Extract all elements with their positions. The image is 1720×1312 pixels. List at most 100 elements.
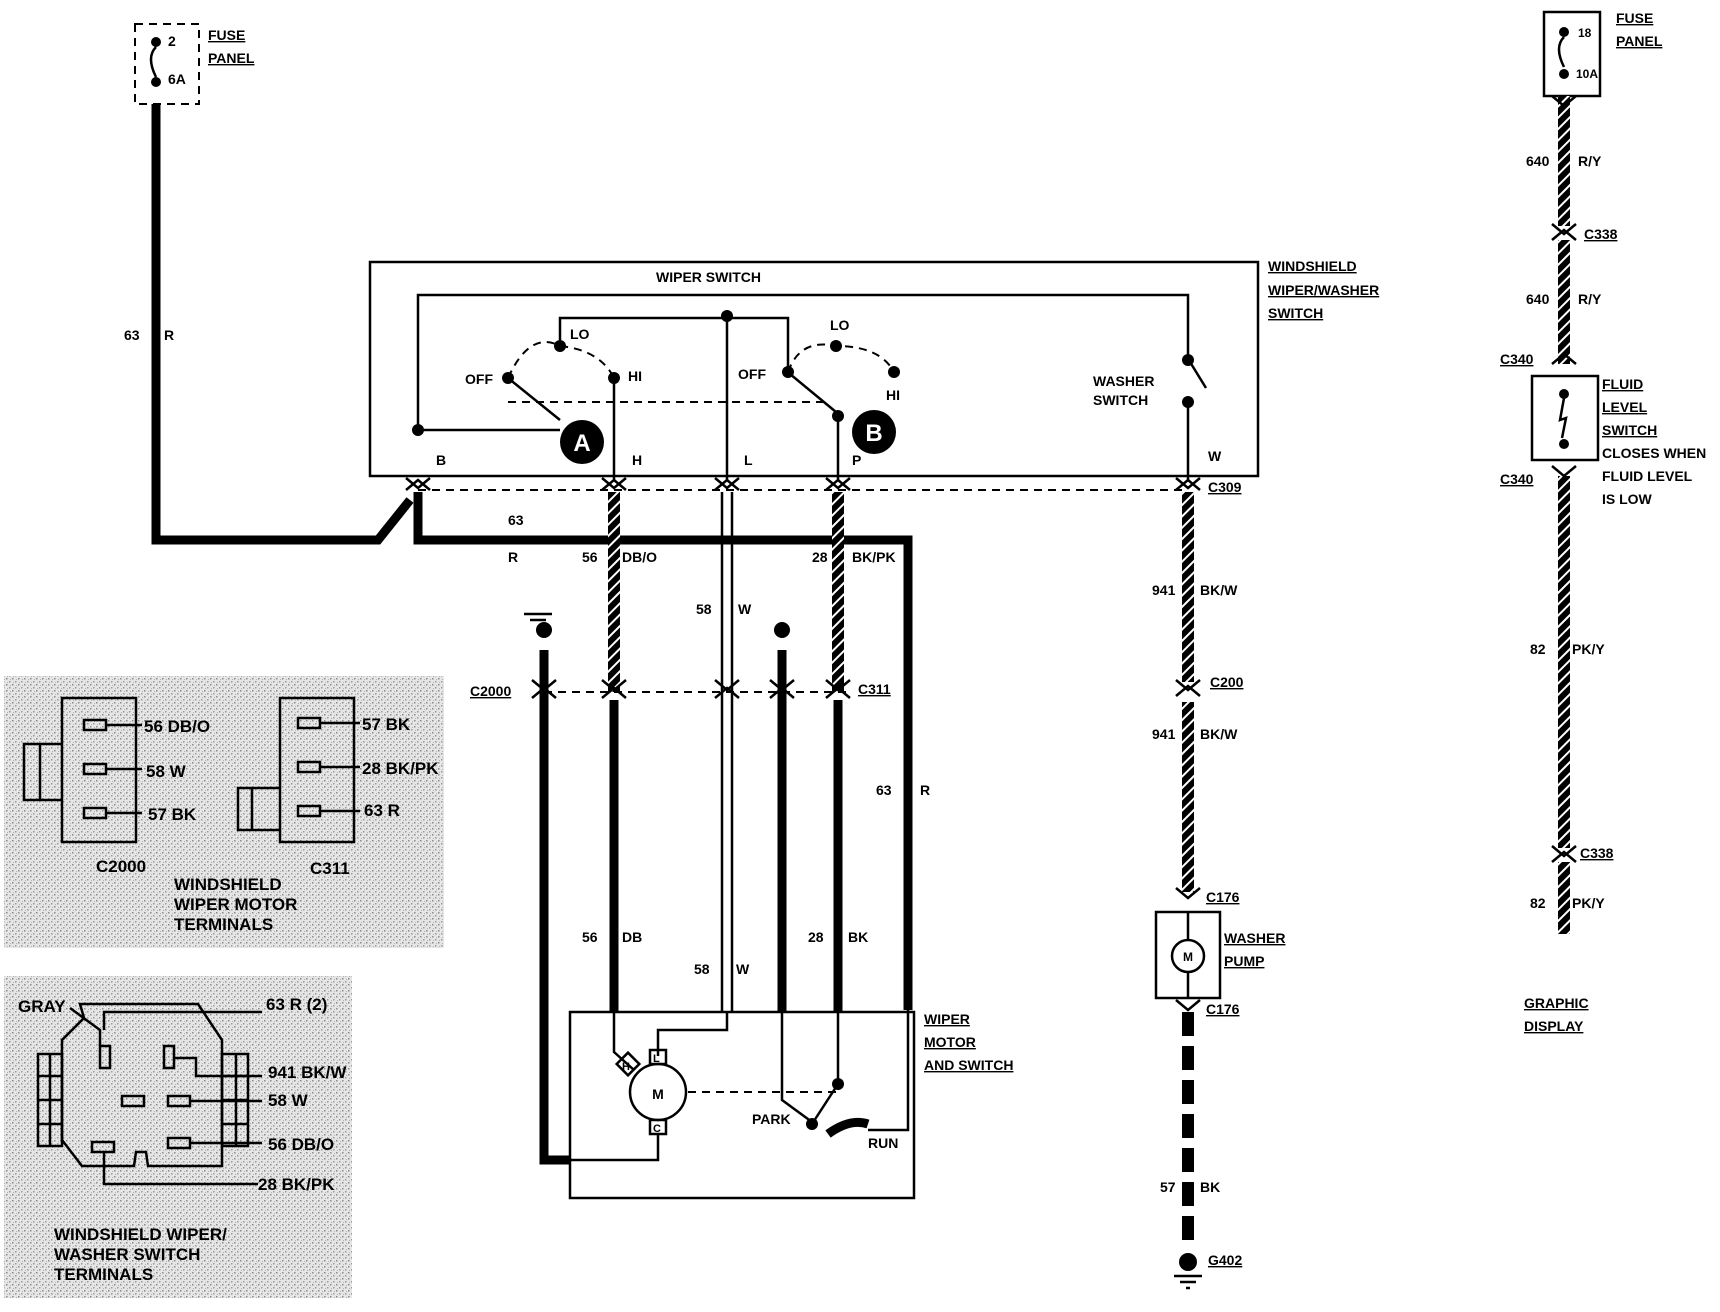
motor-panel-caption-3: TERMINALS [174,915,273,934]
park-label: PARK [752,1111,791,1127]
switch-pin-1: 63 R (2) [266,995,327,1014]
terminal-w: W [1208,448,1222,464]
wire-57-color: BK [1200,1179,1220,1195]
c338-bottom-label: C338 [1580,845,1614,861]
c311-pin-1: 57 BK [362,715,411,734]
c309-label: C309 [1208,479,1242,495]
wire-941-top-color: BK/W [1200,582,1238,598]
c200-label: C200 [1210,674,1244,690]
graphic-display-1: GRAPHIC [1524,995,1589,1011]
wire-57-circuit: 57 [1160,1179,1176,1195]
gray-label: GRAY [18,997,66,1016]
fluid-switch-label-2: LEVEL [1602,399,1648,415]
fuse-left-number: 2 [168,33,176,49]
wiper-motor-box: WIPER MOTOR AND SWITCH M H L C PARK RUN [568,1010,1013,1200]
washer-pump-letter: M [1183,950,1193,964]
fluid-switch-note-1: CLOSES WHEN [1602,445,1706,461]
wire-640-top-color: R/Y [1578,153,1602,169]
c176-top-label: C176 [1206,889,1240,905]
wire-82-top-color: PK/Y [1572,641,1605,657]
c2000-name: C2000 [96,857,146,876]
c340-top-label: C340 [1500,351,1534,367]
fluid-switch-label-3: SWITCH [1602,422,1657,438]
terminal-p: P [852,452,861,468]
terminal-b: B [436,452,446,468]
wire-56-top-circuit: 56 [582,549,598,565]
c2000-pin-2: 58 W [146,762,187,781]
switch-side-label-2: WIPER/WASHER [1268,282,1379,298]
wire-63-right-color: R [920,782,930,798]
terminal-h: H [632,452,642,468]
wire-63-circuit: 63 [508,512,524,528]
fuse-panel-left: 2 6A FUSE PANEL [134,23,255,105]
wire-58-top-color: W [738,601,752,617]
fluid-switch-note-3: IS LOW [1602,491,1653,507]
terminal-l: L [744,452,753,468]
wire-640-bottom-color: R/Y [1578,291,1602,307]
motor-label-1: WIPER [924,1011,970,1027]
c311-label: C311 [858,681,891,697]
washer-switch-label-2: SWITCH [1093,392,1148,408]
c2000-pin-1: 56 DB/O [144,717,210,736]
wire-58: 58 W 58 W [694,492,752,1012]
wire-640-top-circuit: 640 [1526,153,1550,169]
motor-terminal-h: H [622,1061,630,1073]
g402-ground-icon [1179,1253,1197,1271]
wire-941-top-circuit: 941 [1152,582,1176,598]
wire-28-bottom-circuit: 28 [808,929,824,945]
c338-top-label: C338 [1584,226,1618,242]
switch-a: LO HI OFF A [465,326,642,480]
marker-b-label: B [865,420,882,447]
c311-name: C311 [310,859,350,878]
switch-a-lo: LO [570,326,590,342]
feed-wire-color: R [164,327,174,343]
fuse-right-title-2: PANEL [1616,33,1663,49]
motor-terminals-panel: 56 DB/O 58 W 57 BK C2000 57 BK 28 BK/PK … [4,676,444,948]
switch-side-label-3: SWITCH [1268,305,1323,321]
wire-28: 28 BK/PK 28 BK [808,492,896,1012]
fluid-level-switch-box [1530,374,1600,462]
wire-56-bottom-circuit: 56 [582,929,598,945]
wire-82-bottom-circuit: 82 [1530,895,1546,911]
washer-switch: WASHER SWITCH [1093,354,1208,480]
wire-28-top-circuit: 28 [812,549,828,565]
wire-58-top-circuit: 58 [696,601,712,617]
switch-side-label-1: WINDSHIELD [1268,258,1357,274]
wire-63-run: 63 R 63 R [413,492,930,1010]
wire-82-top-circuit: 82 [1530,641,1546,657]
graphic-display-2: DISPLAY [1524,1018,1584,1034]
washer-pump-label-2: PUMP [1224,953,1264,969]
fuse-left-rating: 6A [168,71,186,87]
washer-pump-label-1: WASHER [1224,930,1285,946]
motor-panel-caption-1: WINDSHIELD [174,875,282,894]
wire-28-bottom-color: BK [848,929,868,945]
ground-wire-c2000 [524,612,570,1165]
switch-pin-4: 56 DB/O [268,1135,334,1154]
wire-63-right-circuit: 63 [876,782,892,798]
feed-wire-63: 63 R [124,104,414,545]
c311-chevrons [531,679,851,699]
wire-82-bottom-color: PK/Y [1572,895,1605,911]
c340-bottom-label: C340 [1500,471,1534,487]
wire-941-bottom-color: BK/W [1200,726,1238,742]
wire-56-top-color: DB/O [622,549,657,565]
feed-wire-circuit: 63 [124,327,140,343]
marker-a-label: A [573,430,590,457]
c311-pin-2: 28 BK/PK [362,759,439,778]
motor-terminal-l: L [653,1053,660,1065]
wiper-switch-box: WIPER SWITCH WINDSHIELD WIPER/WASHER SWI… [368,258,1379,480]
fluid-level-circuit: 18 10A FUSE PANEL 640 R/Y C338 640 R/Y C… [1500,10,1706,1034]
run-label: RUN [868,1135,898,1151]
switch-panel-caption-3: TERMINALS [54,1265,153,1284]
wire-56: 56 DB/O 56 DB [582,492,657,1012]
motor-label-3: AND SWITCH [924,1057,1013,1073]
wiper-motor-letter: M [652,1086,664,1102]
c176-bottom-label: C176 [1206,1001,1240,1017]
switch-panel-caption-2: WASHER SWITCH [54,1245,200,1264]
c311-pin-3: 63 R [364,801,400,820]
switch-panel-caption-1: WINDSHIELD WIPER/ [54,1225,227,1244]
wire-28-top-color: BK/PK [852,549,896,565]
switch-pin-2: 941 BK/W [268,1063,347,1082]
wire-63-color: R [508,549,518,565]
